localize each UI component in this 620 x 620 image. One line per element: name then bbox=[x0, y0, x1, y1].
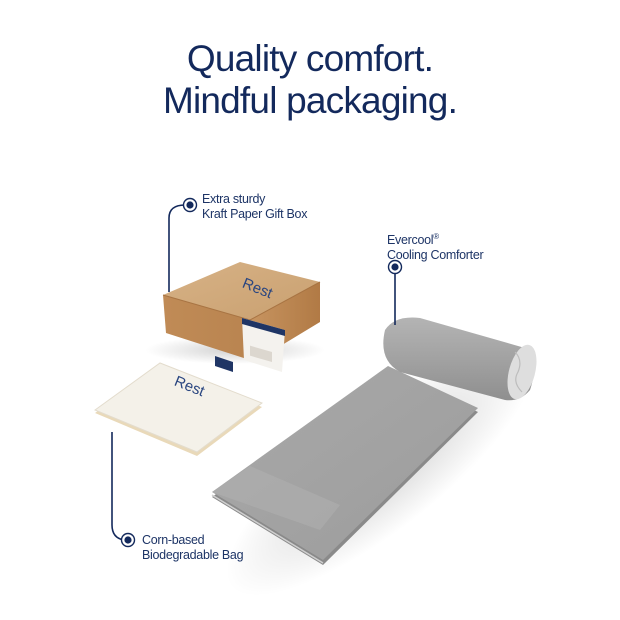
callout-comforter-line-1: Evercool bbox=[387, 233, 434, 247]
callout-connector-comforter bbox=[387, 259, 403, 325]
callout-connector-gift-box bbox=[168, 197, 198, 292]
headline-line-2: Mindful packaging. bbox=[162, 80, 458, 121]
callout-gift-box: Extra sturdy Kraft Paper Gift Box bbox=[202, 192, 307, 222]
corn-based-bag bbox=[93, 362, 264, 456]
callout-comforter-line-2: Cooling Comforter bbox=[387, 248, 484, 262]
callout-comforter: Evercool® Cooling Comforter bbox=[387, 229, 484, 263]
callout-gift-box-line-1: Extra sturdy bbox=[202, 192, 266, 206]
callout-gift-box-line-2: Kraft Paper Gift Box bbox=[202, 207, 308, 221]
callout-bag-line-2: Biodegradable Bag bbox=[142, 548, 244, 562]
headline-line-1: Quality comfort. bbox=[186, 38, 434, 79]
kraft-gift-box bbox=[162, 262, 321, 372]
registered-mark: ® bbox=[433, 232, 439, 241]
headline: Quality comfort. Mindful packaging. bbox=[0, 38, 620, 122]
cooling-comforter bbox=[211, 317, 537, 565]
callout-bag-line-1: Corn-based bbox=[142, 533, 205, 547]
callout-connector-bag bbox=[111, 432, 136, 548]
callout-bag: Corn-based Biodegradable Bag bbox=[142, 533, 244, 563]
